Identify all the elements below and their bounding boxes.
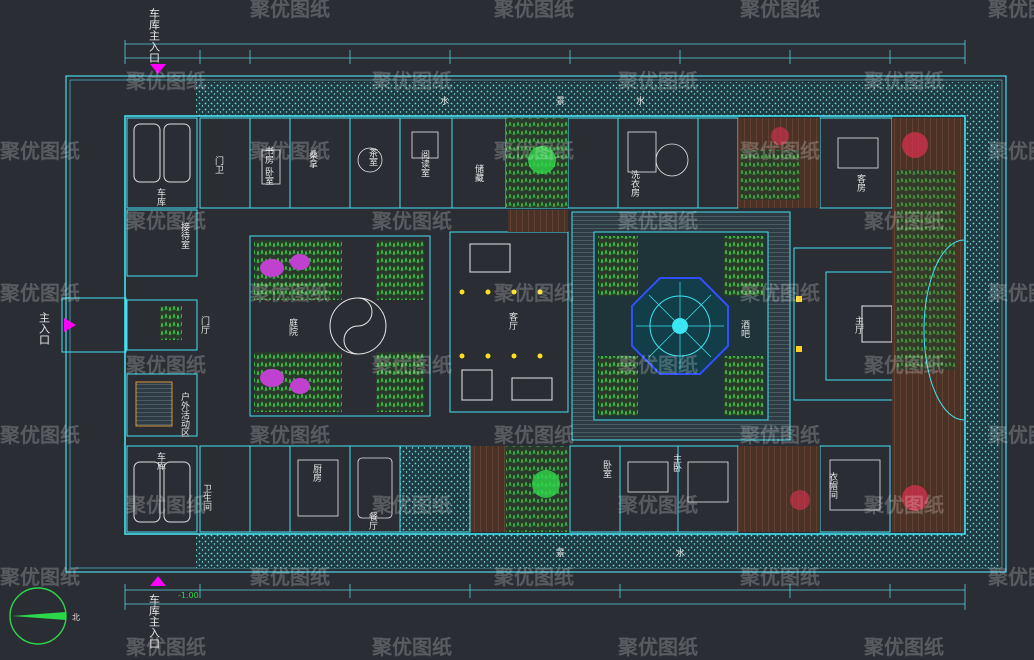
watermark: 聚优图纸 <box>987 139 1034 163</box>
watermark: 聚优图纸 <box>863 353 944 377</box>
label-security: 门卫 <box>213 155 224 174</box>
label-guest-room: 客房 <box>855 173 866 193</box>
watermark: 聚优图纸 <box>493 281 574 305</box>
watermark: 聚优图纸 <box>863 69 944 93</box>
label-level-mark: -1.00 <box>178 591 199 600</box>
label-laundry: 洗衣房 <box>629 169 640 198</box>
label-main-entrance: 主入口 <box>38 312 51 345</box>
label-living-hall: 客厅 <box>507 311 518 330</box>
label-reception: 接待室 <box>179 221 190 249</box>
label-bedroom: 卧室 <box>601 459 612 478</box>
watermark: 聚优图纸 <box>371 635 452 659</box>
watermark: 聚优图纸 <box>987 423 1034 447</box>
watermark: 聚优图纸 <box>739 423 820 447</box>
label-garage-bottom: 车库 <box>155 451 166 471</box>
watermark: 聚优图纸 <box>125 69 206 93</box>
dimension-lines <box>124 40 966 610</box>
watermark: 聚优图纸 <box>249 139 330 163</box>
garage-entrance-marker-top <box>150 64 166 74</box>
label-garage-top: 车库 <box>155 187 166 207</box>
watermark: 聚优图纸 <box>987 565 1034 589</box>
watermark: 聚优图纸 <box>493 565 574 589</box>
label-main-hall: 主厅 <box>853 315 864 334</box>
label-bar: 酒吧 <box>739 320 750 338</box>
label-courtyard: 庭院 <box>287 317 298 337</box>
garage-entrance-marker-bottom <box>150 576 166 586</box>
garden-greenery <box>506 118 956 532</box>
watermark: 聚优图纸 <box>125 353 206 377</box>
watermark: 聚优图纸 <box>493 0 574 21</box>
watermark: 聚优图纸 <box>863 209 944 233</box>
outdoor-area-floor <box>135 381 173 427</box>
watermark: 聚优图纸 <box>371 493 452 517</box>
pond <box>399 445 471 533</box>
watermark: 聚优图纸 <box>125 635 206 659</box>
watermark: 聚优图纸 <box>987 0 1034 21</box>
watermark: 聚优图纸 <box>863 493 944 517</box>
perimeter-water <box>196 82 1000 568</box>
watermark: 聚优图纸 <box>617 209 698 233</box>
garage-top <box>126 117 198 209</box>
label-lobby: 门厅 <box>199 315 210 334</box>
watermark: 聚优图纸 <box>617 493 698 517</box>
watermark: 聚优图纸 <box>739 281 820 305</box>
label-garage-entrance-top: 车库主入口 <box>148 7 161 63</box>
label-sauna: 桑拿 <box>307 150 318 169</box>
label-storage: 储藏 <box>473 163 484 183</box>
label-reading-room: 阅读室 <box>419 150 430 177</box>
watermark: 聚优图纸 <box>371 209 452 233</box>
watermark: 聚优图纸 <box>0 565 80 589</box>
water-label-2: 景 <box>556 96 565 107</box>
watermark: 聚优图纸 <box>987 281 1034 305</box>
water-label-1: 水 <box>440 95 449 107</box>
watermark: 聚优图纸 <box>249 0 330 21</box>
label-kitchen: 厨房 <box>311 464 322 483</box>
east-curve <box>923 239 965 421</box>
compass-icon <box>9 587 67 645</box>
watermark: 聚优图纸 <box>617 635 698 659</box>
watermark: 聚优图纸 <box>249 281 330 305</box>
label-tea-room: 茶室 <box>367 147 378 166</box>
label-garage-entrance-bottom: 车库主入口 <box>148 593 161 649</box>
watermark: 聚优图纸 <box>493 139 574 163</box>
watermark: 聚优图纸 <box>739 0 820 21</box>
watermark: 聚优图纸 <box>739 565 820 589</box>
garage-bottom <box>126 445 198 533</box>
lobby-planter <box>160 306 182 340</box>
label-bath: 卫生间 <box>201 484 212 512</box>
building-outline <box>124 115 966 535</box>
watermark: 聚优图纸 <box>371 353 452 377</box>
watermark: 聚优图纸 <box>249 423 330 447</box>
watermark: 聚优图纸 <box>249 565 330 589</box>
inner-courtyard <box>249 235 431 417</box>
watermark: 聚优图纸 <box>371 69 452 93</box>
main-entrance-path <box>61 297 127 353</box>
hall-lights <box>459 289 543 359</box>
watermark: 聚优图纸 <box>125 209 206 233</box>
watermark: 聚优图纸 <box>493 423 574 447</box>
label-outdoor-area: 户外活动区 <box>179 391 190 437</box>
label-master-bedroom: 主卧 <box>671 453 682 473</box>
watermark: 聚优图纸 <box>0 423 80 447</box>
central-courtyard <box>571 211 791 441</box>
watermark: 聚优图纸 <box>863 635 944 659</box>
label-compass: 北 <box>72 613 80 622</box>
watermark: 聚优图纸 <box>0 139 80 163</box>
watermark: 聚优图纸 <box>739 139 820 163</box>
label-dining: 餐厅 <box>367 511 378 530</box>
watermark: 聚优图纸 <box>617 353 698 377</box>
main-entrance-marker <box>64 318 76 332</box>
watermark: 聚优图纸 <box>0 281 80 305</box>
watermark: 聚优图纸 <box>617 69 698 93</box>
water-label-3: 水 <box>636 95 645 107</box>
label-study-bedroom: 书房 卧室 <box>263 146 274 185</box>
watermark: 聚优图纸 <box>125 493 206 517</box>
label-cloakroom: 衣帽间 <box>827 471 838 500</box>
water-label-4: 景 <box>556 548 565 559</box>
water-label-5: 水 <box>676 547 685 559</box>
